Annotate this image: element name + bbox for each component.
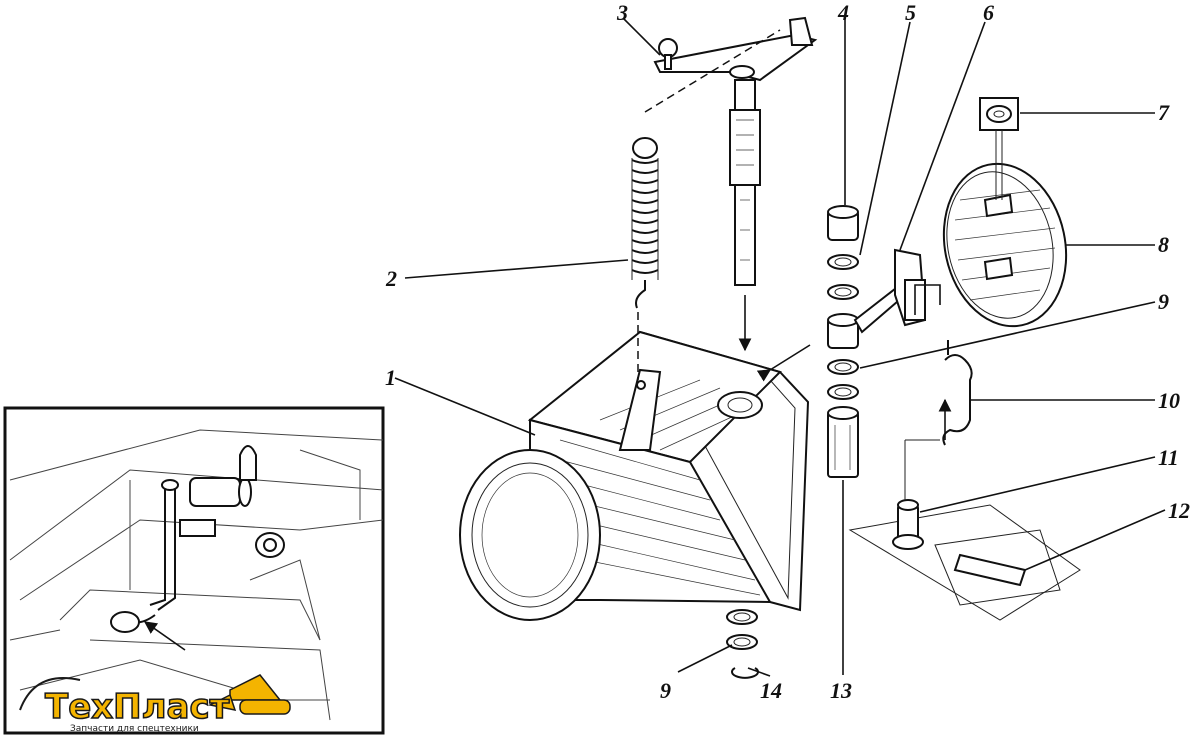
callout-12: 12 <box>1168 498 1190 523</box>
brand-logo: ТехПласт Запчасти для спецтехники <box>19 674 291 734</box>
callout-14: 14 <box>760 678 782 703</box>
callout-1: 1 <box>385 365 396 390</box>
callout-4: 4 <box>837 0 849 25</box>
spring-wire-part <box>938 340 973 446</box>
lever-arm-part <box>756 248 941 382</box>
lower-washers <box>726 609 759 679</box>
callout-labels: 1 2 3 4 5 6 7 8 9 10 11 12 13 9 14 <box>385 0 1190 703</box>
callout-11: 11 <box>1158 445 1179 470</box>
brand-name: ТехПласт <box>45 687 230 727</box>
installation-inset <box>3 406 385 735</box>
callout-2: 2 <box>385 266 397 291</box>
leader-lines <box>394 17 1166 677</box>
spring-part <box>631 137 659 380</box>
bushing-stack <box>827 205 859 478</box>
callout-9-upper: 9 <box>1158 289 1169 314</box>
callout-8: 8 <box>1158 232 1169 257</box>
brand-tagline: Запчасти для спецтехники <box>70 724 199 734</box>
callout-3: 3 <box>616 0 628 25</box>
callout-7: 7 <box>1158 100 1170 125</box>
callout-5: 5 <box>905 0 916 25</box>
callout-13: 13 <box>830 678 852 703</box>
excavator-icon <box>207 674 291 715</box>
housing-part <box>459 330 810 621</box>
callout-6: 6 <box>983 0 994 25</box>
callout-9-lower: 9 <box>660 678 671 703</box>
callout-10: 10 <box>1158 388 1180 413</box>
base-plate-part <box>848 439 1081 621</box>
disc-cover-part <box>942 97 1068 328</box>
lever-shaft-part <box>644 16 818 352</box>
